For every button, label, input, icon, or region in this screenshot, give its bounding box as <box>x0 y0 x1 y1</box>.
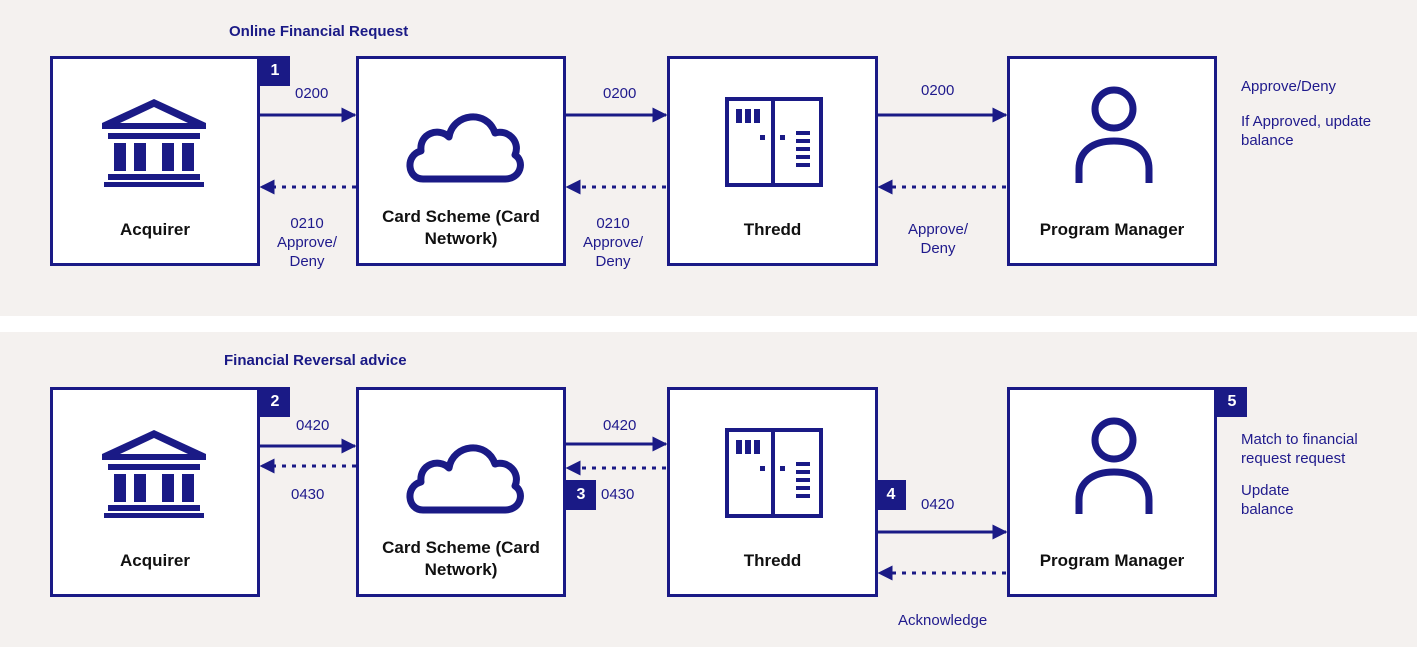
message-label: 0420 <box>296 417 330 434</box>
response-label: 0430 <box>601 486 635 503</box>
response-label: Acknowledge <box>898 612 988 629</box>
node-thredd: Thredd <box>667 387 878 597</box>
node-label: Acquirer <box>120 551 190 570</box>
response-label: 0210 Approve/ Deny <box>276 215 338 270</box>
bank-icon <box>102 430 206 518</box>
node-label: Card Scheme (Card Network) <box>382 538 540 579</box>
panel-title: Online Financial Request <box>229 23 409 40</box>
step-badge-3: 3 <box>566 480 596 510</box>
node-label: Card Scheme (Card Network) <box>382 207 540 248</box>
node-label: Program Manager <box>1039 551 1185 570</box>
node-label: Thredd <box>743 551 802 570</box>
note-text: If Approved, update balance <box>1241 113 1372 149</box>
note-text: Approve/Deny <box>1241 78 1337 95</box>
node-label: Acquirer <box>120 220 190 239</box>
step-badge-1: 1 <box>260 56 290 86</box>
node-acquirer: Acquirer <box>50 56 260 266</box>
step-badge-4: 4 <box>876 480 906 510</box>
node-program-manager: Program Manager <box>1007 56 1217 266</box>
response-label: 0210 Approve/ Deny <box>582 215 644 270</box>
message-label: 0200 <box>921 82 955 99</box>
node-label: Program Manager <box>1039 220 1185 239</box>
node-card-scheme: Card Scheme (Card Network) <box>356 387 566 597</box>
step-badge-2: 2 <box>260 387 290 417</box>
server-icon <box>725 97 823 187</box>
node-card-scheme: Card Scheme (Card Network) <box>356 56 566 266</box>
server-icon <box>725 428 823 518</box>
panel-title: Financial Reversal advice <box>224 352 407 369</box>
node-acquirer: Acquirer <box>50 387 260 597</box>
message-label: 0420 <box>921 496 955 513</box>
message-label: 0200 <box>295 85 329 102</box>
node-label: Thredd <box>743 220 802 239</box>
cloud-icon <box>406 444 524 514</box>
bank-icon <box>102 99 206 187</box>
message-label: 0420 <box>603 417 637 434</box>
note-text: Update balance <box>1241 482 1294 518</box>
node-thredd: Thredd <box>667 56 878 266</box>
person-icon <box>1075 417 1153 514</box>
response-label: 0430 <box>291 486 325 503</box>
person-icon <box>1075 86 1153 183</box>
node-program-manager: Program Manager <box>1007 387 1217 597</box>
note-text: Match to financial request request <box>1241 431 1358 467</box>
response-label: Approve/ Deny <box>907 221 969 257</box>
cloud-icon <box>406 113 524 183</box>
message-label: 0200 <box>603 85 637 102</box>
step-badge-5: 5 <box>1217 387 1247 417</box>
